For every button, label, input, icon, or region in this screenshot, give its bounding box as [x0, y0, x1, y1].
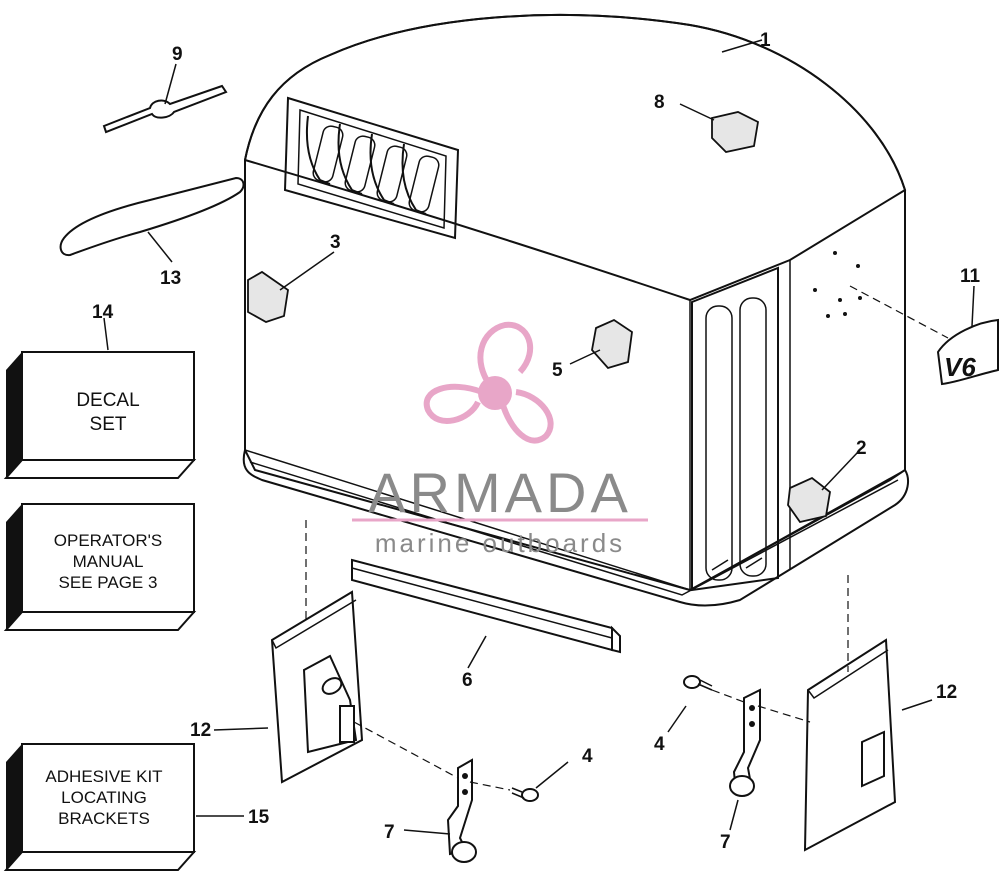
callout-13: 13	[160, 268, 181, 289]
callout-8: 8	[654, 92, 665, 113]
decal-2	[787, 476, 831, 524]
decal-5	[591, 318, 633, 370]
box-operators-manual: OPERATOR'S MANUAL SEE PAGE 3	[3, 503, 197, 631]
intake-vents	[283, 96, 460, 240]
side-plate-left	[270, 590, 364, 784]
callout-12-right: 12	[936, 682, 957, 703]
emblem-mount-holes	[813, 251, 862, 318]
box-operators-manual-line-3: SEE PAGE 3	[59, 573, 158, 592]
bracket-7-left	[446, 758, 477, 863]
callout-15: 15	[248, 807, 270, 828]
callout-6: 6	[462, 670, 473, 691]
box-decal-set-line-1: DECAL	[76, 390, 139, 411]
callout-1: 1	[760, 30, 771, 51]
leader-lines	[103, 39, 975, 835]
watermark-subtitle: marine outboards	[375, 528, 625, 558]
callout-14: 14	[92, 302, 114, 323]
box-decal-set-line-2: SET	[90, 414, 127, 435]
callout-5: 5	[552, 360, 563, 381]
callout-11: 11	[960, 266, 981, 287]
armada-watermark: ARMADA marine outboards	[352, 321, 648, 558]
callout-3: 3	[330, 232, 341, 253]
assembly-lines	[305, 285, 949, 791]
watermark-title: ARMADA	[368, 461, 632, 524]
propeller-logo-icon	[423, 321, 554, 444]
v6-emblem: V6	[936, 318, 999, 386]
callout-7-left: 7	[384, 822, 395, 843]
screw-4-left	[511, 787, 539, 802]
trim-strip-9	[102, 84, 228, 134]
side-vent-panel	[691, 266, 779, 592]
callout-9: 9	[172, 44, 183, 65]
decal-13	[59, 176, 245, 257]
side-plate-right	[803, 638, 897, 852]
box-decal-set: DECAL SET	[3, 351, 197, 479]
box-operators-manual-line-2: MANUAL	[73, 552, 144, 571]
callout-7-right: 7	[720, 832, 731, 853]
callout-2: 2	[856, 438, 867, 459]
callout-12-left: 12	[190, 720, 211, 741]
callout-4-left: 4	[582, 746, 593, 767]
decal-8	[711, 111, 759, 153]
box-adhesive-kit: ADHESIVE KIT LOCATING BRACKETS	[3, 743, 197, 871]
box-adhesive-kit-line-1: ADHESIVE KIT	[45, 767, 162, 786]
callout-numbers: 1 2 3 4 4 5 6 7 7 8 9 11 12 12 13 14 15	[92, 30, 981, 853]
callout-4-right: 4	[654, 734, 665, 755]
emblem-text: V6	[944, 352, 976, 382]
box-adhesive-kit-line-3: BRACKETS	[58, 809, 150, 828]
screw-4-right	[683, 675, 713, 691]
box-adhesive-kit-line-2: LOCATING	[61, 788, 147, 807]
box-operators-manual-line-1: OPERATOR'S	[54, 531, 162, 550]
bracket-7-right	[729, 688, 761, 797]
seal-6	[351, 558, 621, 654]
decal-3	[247, 270, 289, 323]
